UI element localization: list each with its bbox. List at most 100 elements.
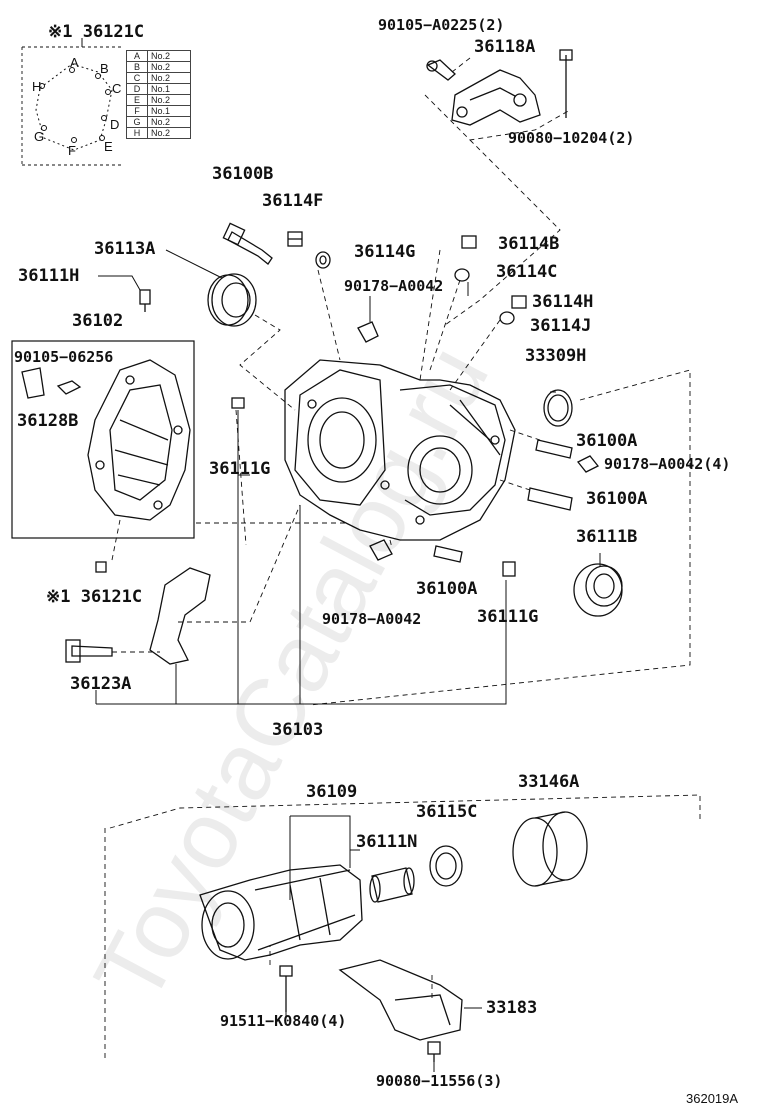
callout-36113a[interactable]: 36113A [94,239,156,259]
table-key: E [126,94,148,106]
table-value: No.1 [147,105,191,117]
callout-90178-a0042-bottom[interactable]: 90178−A0042 [322,610,422,628]
stud-36100a-3 [433,545,463,563]
bracket-leaders [424,57,571,326]
pin-36111g-right [502,561,516,577]
table-key: B [126,61,148,73]
nut-90178-a0042-top [357,321,379,343]
bracket-36128b [21,367,45,399]
case-solid-leaders [95,282,601,705]
callout-36100a-1[interactable]: 36100A [576,431,638,451]
callout-36111b[interactable]: 36111B [576,527,638,547]
table-key: G [126,116,148,128]
seal-36113a [207,273,257,327]
bolt-letter-a: A [70,55,79,70]
bracket-33183 [338,959,463,1041]
callout-36118a[interactable]: 36118A [474,37,536,57]
table-key: D [126,83,148,95]
callout-33183[interactable]: 33183 [486,998,538,1018]
bolt-letter-c: C [112,81,122,96]
table-value: No.2 [147,72,191,84]
callout-36103[interactable]: 36103 [272,720,324,740]
callout-36114g[interactable]: 36114G [354,242,416,262]
callout-36114c[interactable]: 36114C [496,262,558,282]
bolt-91511-k0840 [279,965,293,1012]
bolt-36123a [65,639,113,663]
callout-90178-a0042-top[interactable]: 90178−A0042 [344,277,444,295]
bushing-36111n [369,867,415,903]
bolt-90105-06256 [56,380,82,395]
callout-90105-06256[interactable]: 90105−06256 [14,348,114,366]
callout-36100a-2[interactable]: 36100A [586,489,648,509]
callout-90080-11556[interactable]: 90080−11556(3) [376,1072,503,1090]
callout-36111g-right[interactable]: 36111G [477,607,539,627]
bolt-letter-e: E [104,139,113,154]
table-value: No.2 [147,50,191,62]
case-leaders [111,249,691,706]
table-value: No.2 [147,116,191,128]
callout-36128b[interactable]: 36128B [17,411,79,431]
nut-90178-a0042-4 [576,455,600,473]
callout-36114h[interactable]: 36114H [532,292,594,312]
case-36103 [284,359,516,541]
callout-36114f[interactable]: 36114F [262,191,324,211]
callout-33146a[interactable]: 33146A [518,772,580,792]
table-value: No.1 [147,83,191,95]
plug-36114b [461,235,477,249]
callout-90080-10204[interactable]: 90080−10204(2) [508,129,635,147]
callout-90105-a0225[interactable]: 90105−A0225(2) [378,16,505,34]
callout-36111g-left[interactable]: 36111G [209,459,271,479]
seal-36115c [429,845,463,887]
bolt-letter-f: F [68,143,76,158]
callout-36111n[interactable]: 36111N [356,832,418,852]
bolt-pattern-inset [21,46,122,166]
extension-housing-36109 [199,864,363,961]
bolt-letter-d: D [110,117,120,132]
extension-leaders [104,794,701,1060]
pin-36111g-left [231,397,245,409]
cover-inset-box [11,340,195,539]
gasket-36114g [315,251,331,269]
callout-36121c-top[interactable]: ※1 36121C [48,22,145,42]
bolt-90080-11556 [427,1041,441,1062]
stud-36100a-2 [527,487,573,511]
callout-36121c-mid[interactable]: ※1 36121C [46,587,143,607]
table-key: C [126,72,148,84]
table-key: H [126,127,148,139]
bolt-pattern-outline [35,63,113,151]
callout-36114j[interactable]: 36114J [530,316,592,336]
table-value: No.2 [147,94,191,106]
diagram-id: 362019A [686,1091,739,1106]
gasket-36114j [499,311,515,325]
callout-36100b[interactable]: 36100B [212,164,274,184]
callout-91511-k0840[interactable]: 91511−K0840(4) [220,1012,347,1030]
nut-90178-a0042-bottom [369,539,393,561]
callout-90178-a0042-4[interactable]: 90178−A0042(4) [604,455,731,473]
gasket-36114c [454,268,470,282]
callout-36115c[interactable]: 36115C [416,802,478,822]
bolt-letter-h: H [32,79,42,94]
callout-36100a-3[interactable]: 36100A [416,579,478,599]
plug-36114f [287,231,303,247]
stud-36100a-1 [535,439,573,459]
callout-36114b[interactable]: 36114B [498,234,560,254]
callout-33309h[interactable]: 33309H [525,346,587,366]
bolt-90080-10204 [559,49,573,118]
callout-36109[interactable]: 36109 [306,782,358,802]
seal-36111b [573,563,623,617]
callout-36102[interactable]: 36102 [72,311,124,331]
extension-solid-leaders [285,815,482,1072]
callout-36111h[interactable]: 36111H [18,266,80,286]
boot-33146a [512,811,588,887]
table-value: No.2 [147,127,191,139]
callout-36123a[interactable]: 36123A [70,674,132,694]
